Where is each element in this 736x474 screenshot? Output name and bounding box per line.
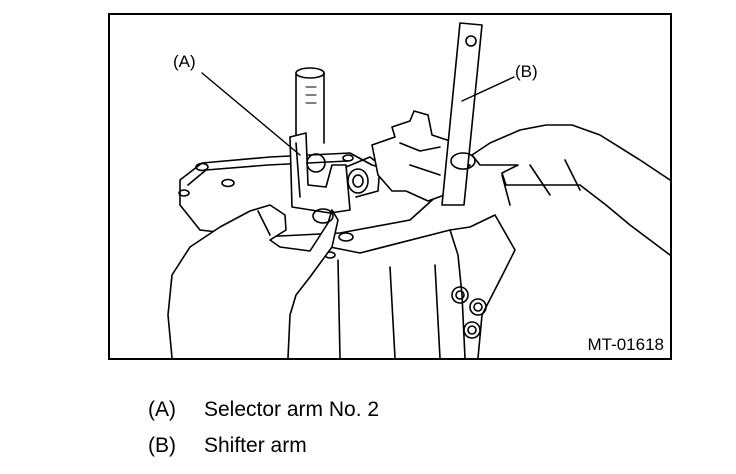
left-hand bbox=[167, 204, 339, 358]
callout-b-leader bbox=[461, 76, 515, 102]
case-body bbox=[319, 214, 516, 358]
legend-row-b: (B) Shifter arm bbox=[148, 428, 379, 464]
legend-row-a: (A) Selector arm No. 2 bbox=[148, 392, 379, 428]
figure-frame: (A) (B) MT-01618 bbox=[108, 13, 672, 360]
legend-key-a: (A) bbox=[148, 398, 176, 421]
callout-b-label: (B) bbox=[515, 62, 538, 81]
legend-text-a: Selector arm No. 2 bbox=[204, 398, 380, 421]
figure-id: MT-01618 bbox=[587, 335, 664, 354]
legend-key-b: (B) bbox=[148, 434, 176, 457]
shifter-arm bbox=[441, 22, 483, 206]
boss-bolt-1 bbox=[451, 286, 469, 304]
callout-a-leader bbox=[201, 72, 301, 156]
boss-bolt-3 bbox=[463, 321, 481, 339]
transmission-illustration bbox=[167, 22, 670, 358]
selector-arm bbox=[289, 132, 351, 214]
boss-bolt-2 bbox=[469, 298, 487, 316]
legend: (A) Selector arm No. 2 (B) Shifter arm bbox=[148, 392, 379, 464]
right-hand bbox=[471, 124, 670, 256]
callout-a-label: (A) bbox=[173, 52, 196, 71]
shaft bbox=[295, 72, 325, 144]
legend-text-b: Shifter arm bbox=[204, 434, 307, 457]
